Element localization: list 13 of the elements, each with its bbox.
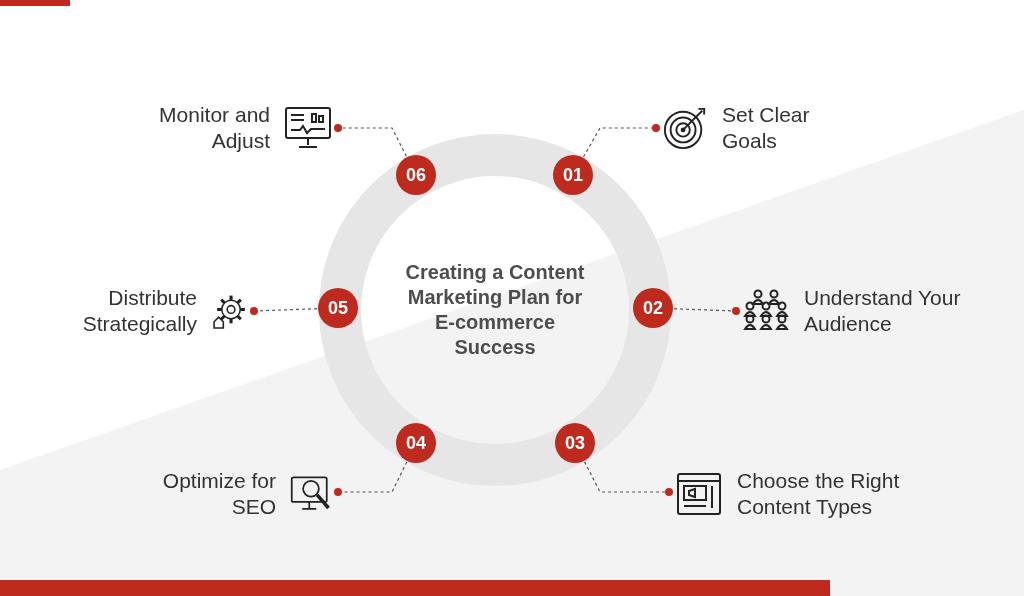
leader-line bbox=[334, 124, 407, 157]
step-title: Set Clear Goals bbox=[722, 102, 811, 154]
leader-line bbox=[250, 307, 318, 315]
step-title: Optimize for SEO bbox=[161, 468, 276, 520]
step-title: Monitor and Adjust bbox=[158, 102, 270, 154]
leader-line bbox=[583, 461, 673, 496]
step-title: Choose the Right Content Types bbox=[737, 468, 901, 520]
leader-line bbox=[673, 307, 740, 315]
step-title: Understand Your Audience bbox=[804, 285, 962, 337]
leader-line bbox=[334, 461, 408, 496]
hub-title: Creating a Content Marketing Plan for E-commerce Success bbox=[404, 260, 586, 360]
leader-line bbox=[582, 124, 660, 158]
step-title: Distribute Strategically bbox=[81, 285, 197, 337]
